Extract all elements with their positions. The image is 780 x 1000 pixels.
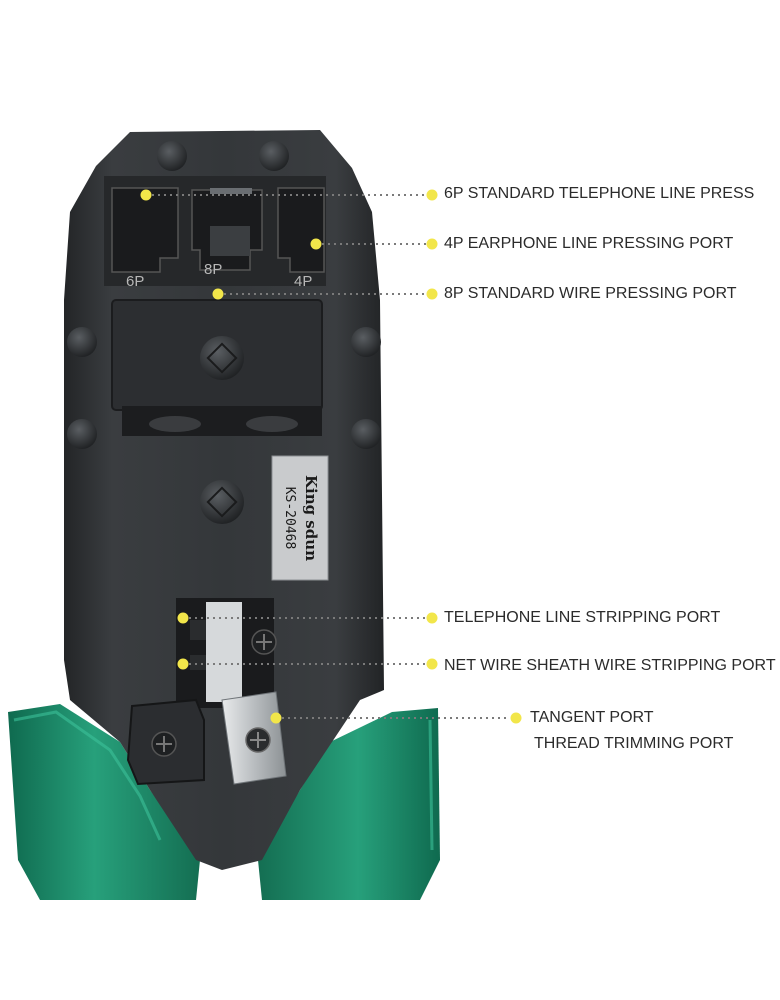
callout-tangent-label: TANGENT PORT (530, 709, 654, 726)
callout-trimming-label: THREAD TRIMMING PORT (534, 735, 734, 752)
callout-4p-label: 4P EARPHONE LINE PRESSING PORT (444, 235, 734, 252)
callout-6p-label: 6P STANDARD TELEPHONE LINE PRESS (444, 185, 755, 202)
model-stamp: KS-20468 (282, 487, 297, 550)
left-handle (8, 704, 200, 900)
callout-leaders (146, 194, 508, 719)
screws (151, 629, 277, 757)
right-handle (258, 708, 440, 900)
port-label-8p: 8P (204, 261, 222, 278)
callout-telephone-strip-label: TELEPHONE LINE STRIPPING PORT (444, 609, 721, 626)
port-label-6p: 6P (126, 273, 144, 290)
brand-stamp: King sdun (302, 475, 320, 561)
port-label-4p: 4P (294, 273, 312, 290)
bolts (67, 141, 381, 524)
callout-dots (140, 189, 522, 724)
callout-8p-label: 8P STANDARD WIRE PRESSING PORT (444, 285, 737, 302)
model-plate: King sdun KS-20468 (271, 455, 329, 581)
tool-body (64, 130, 384, 870)
callout-net-strip-label: NET WIRE SHEATH WIRE STRIPPING PORT (444, 657, 776, 674)
